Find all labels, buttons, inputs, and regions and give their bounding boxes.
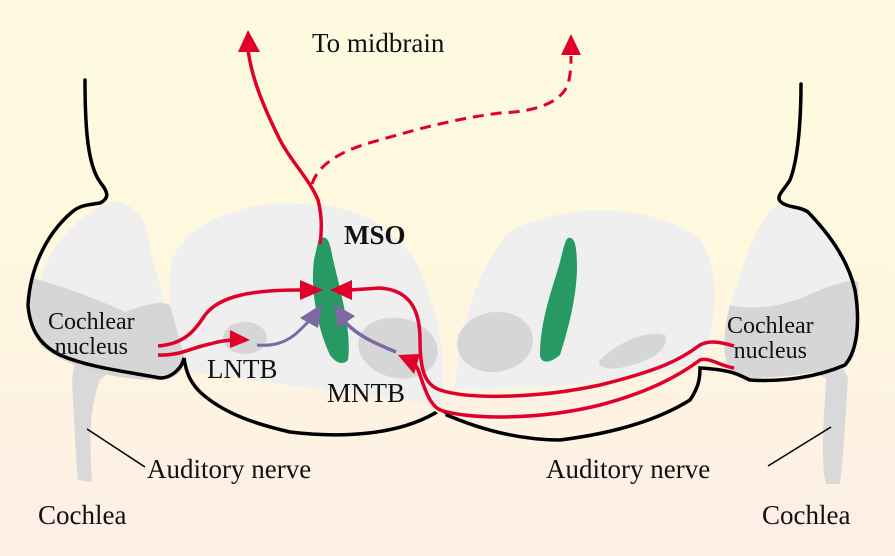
- leader-auditory-nerve-left: [86, 428, 146, 468]
- mso-output-ipsilateral: [246, 49, 324, 245]
- label-cochlear-nucleus-left: Cochlear nucleus: [48, 310, 135, 360]
- cochlear-nucleus-right-dark: [724, 281, 859, 378]
- label-auditory-nerve-left: Auditory nerve: [147, 454, 312, 484]
- inhibitory-arrowhead-mntb: [334, 304, 355, 328]
- contralateral-cn-to-mntb: [409, 357, 735, 419]
- arrowhead-lntb: [230, 330, 250, 348]
- label-cochlear-nucleus-right-line1: Cochlear: [727, 313, 814, 339]
- label-cochlear-nucleus-left-line2: nucleus: [54, 334, 128, 360]
- leader-auditory-nerve-right: [767, 426, 832, 467]
- mso-output-contralateral-dashed: [310, 55, 573, 185]
- cochlear-nucleus-left-dark: [30, 278, 185, 380]
- arrowhead-midbrain-right: [561, 34, 581, 55]
- label-mntb: MNTB: [327, 378, 406, 408]
- label-cochlea-right: Cochlea: [762, 500, 851, 530]
- auditory-nerve-left: [72, 360, 130, 482]
- mso-right: [540, 237, 577, 362]
- label-mso: MSO: [344, 220, 406, 250]
- auditory-nerve-right: [790, 362, 848, 484]
- label-lntb: LNTB: [207, 354, 278, 384]
- ipsilateral-cn-to-mso: [157, 288, 301, 348]
- label-cochlear-nucleus-right-line2: nucleus: [733, 338, 807, 364]
- outline-right: [438, 82, 860, 442]
- inhibitory-arrowhead-lntb: [300, 304, 322, 328]
- label-cochlear-nucleus-left-line1: Cochlear: [48, 309, 135, 335]
- arrowhead-mntb: [398, 354, 420, 374]
- label-auditory-nerve-right: Auditory nerve: [546, 454, 711, 484]
- mntb-nucleus-left: [358, 317, 438, 379]
- arrowhead-contra-mso: [330, 280, 352, 300]
- label-cochlea-left: Cochlea: [38, 500, 127, 530]
- arrowhead-ipsi-mso: [300, 280, 323, 300]
- inhibitory-mntb-to-mso: [343, 320, 397, 354]
- contralateral-cn-to-mso: [349, 286, 735, 399]
- lntb-nucleus-right: [599, 333, 666, 369]
- inhibitory-lntb-to-mso: [256, 318, 312, 347]
- outline-left: [26, 78, 442, 437]
- mso-left: [312, 237, 349, 363]
- label-cochlear-nucleus-right: Cochlear nucleus: [727, 314, 814, 364]
- arrowhead-midbrain-left: [238, 30, 260, 52]
- label-to-midbrain: To midbrain: [312, 28, 445, 58]
- outline-midline-gap: [435, 408, 446, 418]
- mntb-nucleus-right: [457, 311, 533, 373]
- ipsilateral-cn-to-lntb: [157, 338, 236, 357]
